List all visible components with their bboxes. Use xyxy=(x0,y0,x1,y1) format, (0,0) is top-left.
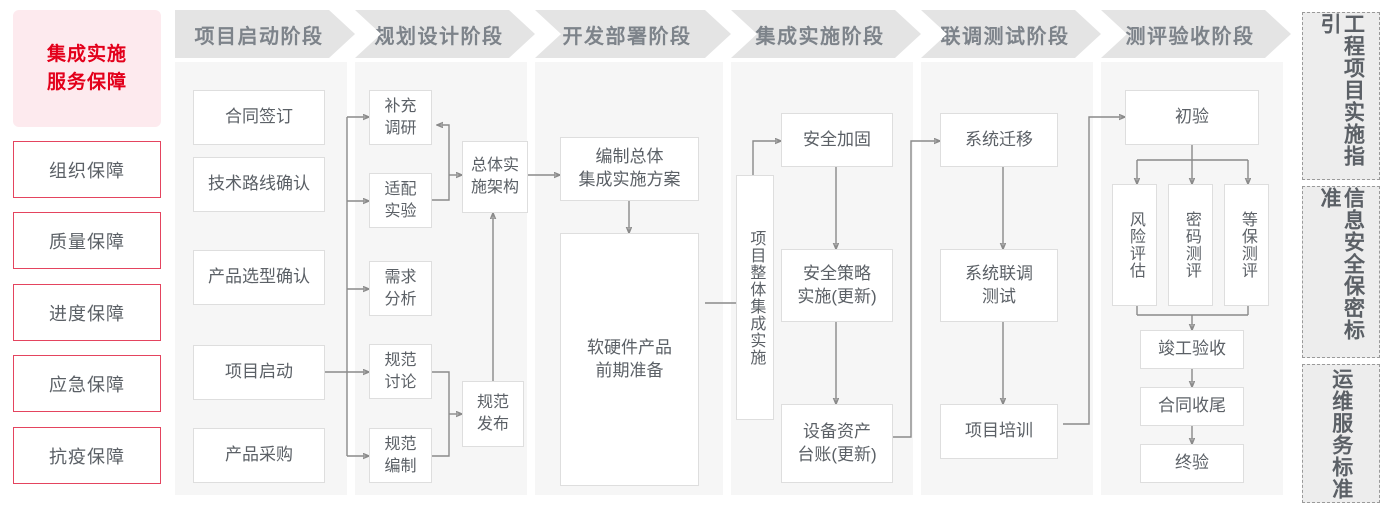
phase-header-ceping[interactable]: 测评验收阶段 xyxy=(1101,10,1291,58)
phase-header-liandiao-label: 联调测试阶段 xyxy=(940,25,1070,48)
node-hetong-shouwei[interactable]: 合同收尾 xyxy=(1140,387,1244,426)
node-xiangmu-peixun[interactable]: 项目培训 xyxy=(940,404,1058,459)
node-anquan-celue[interactable]: 安全策略实施(更新) xyxy=(781,249,893,322)
left-rail: 集成实施服务保障 组织保障 质量保障 进度保障 应急保障 抗疫保障 xyxy=(13,10,161,505)
node-guifan-bianzhi[interactable]: 规范编制 xyxy=(369,428,432,483)
phase-header-qidong-label: 项目启动阶段 xyxy=(194,25,324,48)
std-gongcheng-xiangmu-label: 工程项目实施指引 xyxy=(1318,13,1365,167)
left-rail-title: 集成实施服务保障 xyxy=(13,10,161,127)
phase-header-guihua-label: 规划设计阶段 xyxy=(374,25,504,48)
phase-header-kaifa[interactable]: 开发部署阶段 xyxy=(535,10,731,58)
node-zongti-shishi-jiagou[interactable]: 总体实施架构 xyxy=(462,141,528,213)
node-anquan-jiagu[interactable]: 安全加固 xyxy=(781,113,893,167)
node-buchong-diaoyan[interactable]: 补充调研 xyxy=(369,90,432,145)
node-shebei-zichan[interactable]: 设备资产台账(更新) xyxy=(781,404,893,483)
node-xuqiu-fenxi[interactable]: 需求分析 xyxy=(369,261,432,316)
rail-item-zuzhi[interactable]: 组织保障 xyxy=(13,141,161,198)
node-chuyan[interactable]: 初验 xyxy=(1125,90,1259,145)
node-shipei-shiyan[interactable]: 适配实验 xyxy=(369,173,432,228)
node-guifan-taolun[interactable]: 规范讨论 xyxy=(369,344,432,399)
node-guifan-fabu[interactable]: 规范发布 xyxy=(462,381,524,447)
rail-item-jindu[interactable]: 进度保障 xyxy=(13,284,161,341)
phase-header-liandiao[interactable]: 联调测试阶段 xyxy=(921,10,1101,58)
node-xiangmu-zhengti-jicheng[interactable]: 项目整体集成实施 xyxy=(736,175,774,420)
phase-header-qidong[interactable]: 项目启动阶段 xyxy=(175,10,355,58)
node-xitong-qianyi[interactable]: 系统迁移 xyxy=(940,113,1058,167)
node-jungong-yanshou[interactable]: 竣工验收 xyxy=(1140,330,1244,369)
node-xitong-liandiao-ceshi[interactable]: 系统联调测试 xyxy=(940,249,1058,322)
rail-item-kangyi[interactable]: 抗疫保障 xyxy=(13,427,161,484)
node-ruanyingjian-zhunbei[interactable]: 软硬件产品前期准备 xyxy=(560,233,699,486)
rail-item-yingji[interactable]: 应急保障 xyxy=(13,355,161,412)
node-chanpin-caigou[interactable]: 产品采购 xyxy=(193,428,325,483)
node-zhongyan[interactable]: 终验 xyxy=(1140,444,1244,483)
rail-item-zhiliang[interactable]: 质量保障 xyxy=(13,212,161,269)
std-xinxi-anquan[interactable]: 信息安全保密标准 xyxy=(1302,186,1380,358)
node-chanpin-xuanxing-queren[interactable]: 产品选型确认 xyxy=(193,250,325,305)
phase-header-kaifa-label: 开发部署阶段 xyxy=(562,25,692,48)
phase-header-guihua[interactable]: 规划设计阶段 xyxy=(355,10,535,58)
node-hetong-qianding[interactable]: 合同签订 xyxy=(193,90,325,145)
std-gongcheng-xiangmu[interactable]: 工程项目实施指引 xyxy=(1302,12,1380,180)
node-mima-ceping[interactable]: 密码测评 xyxy=(1168,184,1213,306)
std-yunwei-fuwu-label: 运维服务标准 xyxy=(1329,367,1353,500)
phase-header-jicheng-label: 集成实施阶段 xyxy=(755,25,885,48)
std-xinxi-anquan-label: 信息安全保密标准 xyxy=(1318,187,1365,341)
std-yunwei-fuwu[interactable]: 运维服务标准 xyxy=(1302,364,1380,503)
node-xiangmu-qidong[interactable]: 项目启动 xyxy=(193,345,325,400)
node-dengbao-ceping[interactable]: 等保测评 xyxy=(1224,184,1269,306)
phase-header-ceping-label: 测评验收阶段 xyxy=(1125,25,1255,48)
node-fengxian-pinggu[interactable]: 风险评估 xyxy=(1112,184,1157,306)
node-bianzhi-zongti-fangan[interactable]: 编制总体集成实施方案 xyxy=(560,137,699,201)
node-jishu-luxian-queren[interactable]: 技术路线确认 xyxy=(193,157,325,212)
phase-header-jicheng[interactable]: 集成实施阶段 xyxy=(731,10,921,58)
